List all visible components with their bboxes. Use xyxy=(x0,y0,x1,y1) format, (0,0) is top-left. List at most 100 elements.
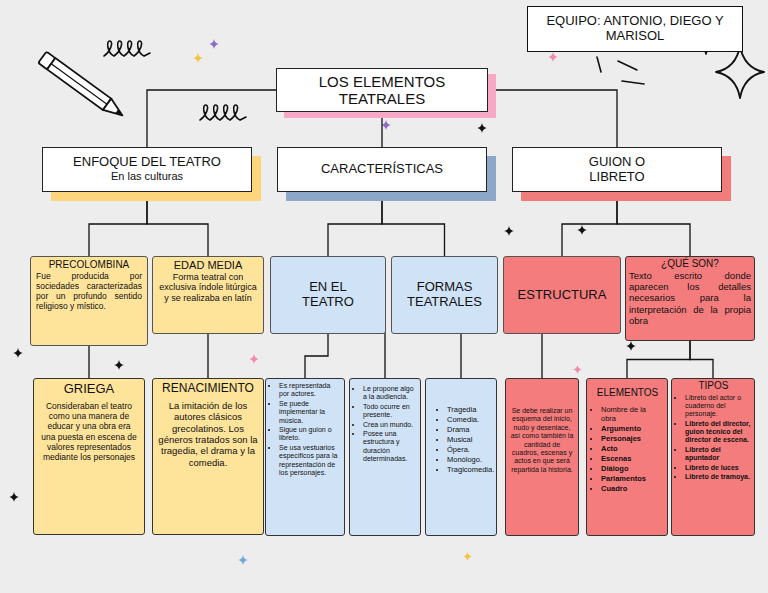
detail-card: TIPOS Libreto del actor o cuaderno del pe… xyxy=(671,378,755,536)
confetti-star xyxy=(504,226,514,236)
detail-card: ELEMENTOSNombre de la obraArgumentoPerso… xyxy=(586,378,668,536)
tree-connector xyxy=(562,192,617,256)
list-item: Ópera. xyxy=(447,445,492,454)
node-heading: TIPOS xyxy=(676,380,751,392)
list-item: Musical xyxy=(447,435,492,444)
bullet-list: TragediaComedia.DramaMusicalÓpera.Monólo… xyxy=(438,405,492,475)
tree-connector xyxy=(89,192,147,256)
list-item: Drama xyxy=(447,425,492,434)
concept-card: ¿QUÉ SON?Texto escrito donde aparecen lo… xyxy=(625,256,755,341)
node-text: En las culturas xyxy=(49,170,245,183)
confetti-star xyxy=(13,348,23,358)
list-item: Es representada por actores. xyxy=(279,382,341,399)
category-box: GUION O LIBRETO xyxy=(512,147,722,192)
concept-card: EDAD MEDIAForma teatral con exclusiva ín… xyxy=(152,256,264,334)
list-item: Libreto del actor o cuaderno del persona… xyxy=(685,394,751,419)
confetti-star xyxy=(9,492,19,502)
pencil-lead xyxy=(115,109,124,117)
confetti-star xyxy=(626,341,636,351)
confetti-star xyxy=(209,39,219,49)
list-item: Personajes xyxy=(601,434,663,443)
node-heading: EDAD MEDIA xyxy=(158,259,258,272)
confetti-star xyxy=(573,365,582,374)
tree-connector xyxy=(690,341,713,378)
category-box: ENFOQUE DEL TEATROEn las culturas xyxy=(42,147,252,192)
confetti-star xyxy=(548,52,558,62)
node-text: Fue producida por sociedades caracteriza… xyxy=(36,271,142,312)
list-item: Acto xyxy=(601,444,663,453)
list-item: Libreto de tramoya. xyxy=(685,473,751,481)
tree-connector xyxy=(460,334,461,378)
pencil-line xyxy=(51,64,107,105)
team-box: EQUIPO: ANTONIO, DIEGO Y MARISOL xyxy=(527,6,743,52)
root-topic-box: LOS ELEMENTOS TEATRALES xyxy=(276,68,488,112)
confetti-star xyxy=(193,53,203,63)
confetti-star xyxy=(249,354,259,364)
tree-connector xyxy=(627,341,690,378)
tree-connector xyxy=(381,112,382,147)
concept-card: GRIEGA Consideraban el teatro como una ma… xyxy=(33,378,145,535)
pencil-body xyxy=(47,58,111,110)
bullet-list: Libreto del actor o cuaderno del persona… xyxy=(676,394,751,483)
detail-card: Le propone algo a la audiencia.Todo ocur… xyxy=(349,378,421,536)
confetti-star xyxy=(463,552,472,561)
pencil-doodle xyxy=(38,52,126,122)
emphasis-strokes xyxy=(597,57,644,84)
tree-connector xyxy=(328,192,382,256)
node-heading: LOS ELEMENTOS TEATRALES xyxy=(302,73,462,108)
connector-group xyxy=(89,90,713,378)
sparkle-outline xyxy=(716,46,764,98)
node-text: La imitación de los autores clásicos gre… xyxy=(158,400,258,468)
list-item: Todo ocurre en presente. xyxy=(363,403,417,420)
confetti-star xyxy=(477,123,487,133)
tree-connector xyxy=(617,192,690,256)
list-item: Escenas xyxy=(601,454,663,463)
loop-doodle xyxy=(200,105,246,120)
tree-connector xyxy=(207,334,208,378)
node-heading: ESTRUCTURA xyxy=(510,288,614,303)
subtopic-box: FORMAS TEATRALES xyxy=(391,256,498,334)
tree-connector xyxy=(488,90,617,147)
list-item: Sigue un guion o libreto. xyxy=(279,426,341,443)
list-item: Libreto del director, guion técnico del … xyxy=(685,420,751,445)
concept-card: RENACIMIENTO La imitación de los autores … xyxy=(152,378,264,535)
node-heading: ENFOQUE DEL TEATRO xyxy=(49,155,245,170)
node-heading: CARACTERÍSTICAS xyxy=(284,162,480,177)
list-item: Le propone algo a la audiencia. xyxy=(363,385,417,402)
node-text: Consideraban el teatro como una manera d… xyxy=(40,401,138,462)
tree-connector xyxy=(305,334,328,378)
category-box: CARACTERÍSTICAS xyxy=(277,147,487,192)
node-text: Se debe realizar un esquema del inicio, … xyxy=(510,407,574,474)
node-heading: FORMAS TEATRALES xyxy=(400,280,490,310)
confetti-star xyxy=(238,555,248,565)
list-item: Libreto de luces xyxy=(685,464,751,472)
node-heading: GRIEGA xyxy=(40,382,138,397)
list-item: Posee una estructura y duración determin… xyxy=(363,430,417,464)
decoration-layer xyxy=(9,30,764,565)
list-item: Argumento xyxy=(601,424,663,433)
concept-card: PRECOLOMBINAFue producida por sociedades… xyxy=(30,256,148,346)
tree-connector xyxy=(541,334,542,378)
list-item: Tragedia xyxy=(447,405,492,414)
detail-card: TragediaComedia.DramaMusicalÓpera.Monólo… xyxy=(425,378,497,536)
list-item: Monólogo. xyxy=(447,455,492,464)
node-heading: EN EL TEATRO xyxy=(288,280,368,310)
pencil-tip xyxy=(103,99,127,121)
tree-connector xyxy=(147,192,208,256)
node-text: Forma teatral con exclusiva índole litúr… xyxy=(158,272,258,304)
bullet-list: Le propone algo a la audiencia.Todo ocur… xyxy=(354,385,417,465)
loop-doodle xyxy=(104,41,150,56)
list-item: Libreto del apuntador xyxy=(685,446,751,463)
tree-connector xyxy=(382,192,445,256)
tree-connector xyxy=(147,90,276,147)
list-item: Tragicomedia. xyxy=(447,465,492,474)
list-item: Comedia. xyxy=(447,415,492,424)
node-heading: GUION O LIBRETO xyxy=(562,155,672,185)
subtopic-box: ESTRUCTURA xyxy=(503,256,621,334)
bullet-list: Es representada por actores.Se puede imp… xyxy=(270,382,341,478)
node-heading: RENACIMIENTO xyxy=(158,382,258,396)
detail-card: Se debe realizar un esquema del inicio, … xyxy=(505,378,579,536)
node-text: Texto escrito donde aparecen los detalle… xyxy=(629,270,751,327)
list-item: Se usa vestuarios específicos para la re… xyxy=(279,444,341,478)
